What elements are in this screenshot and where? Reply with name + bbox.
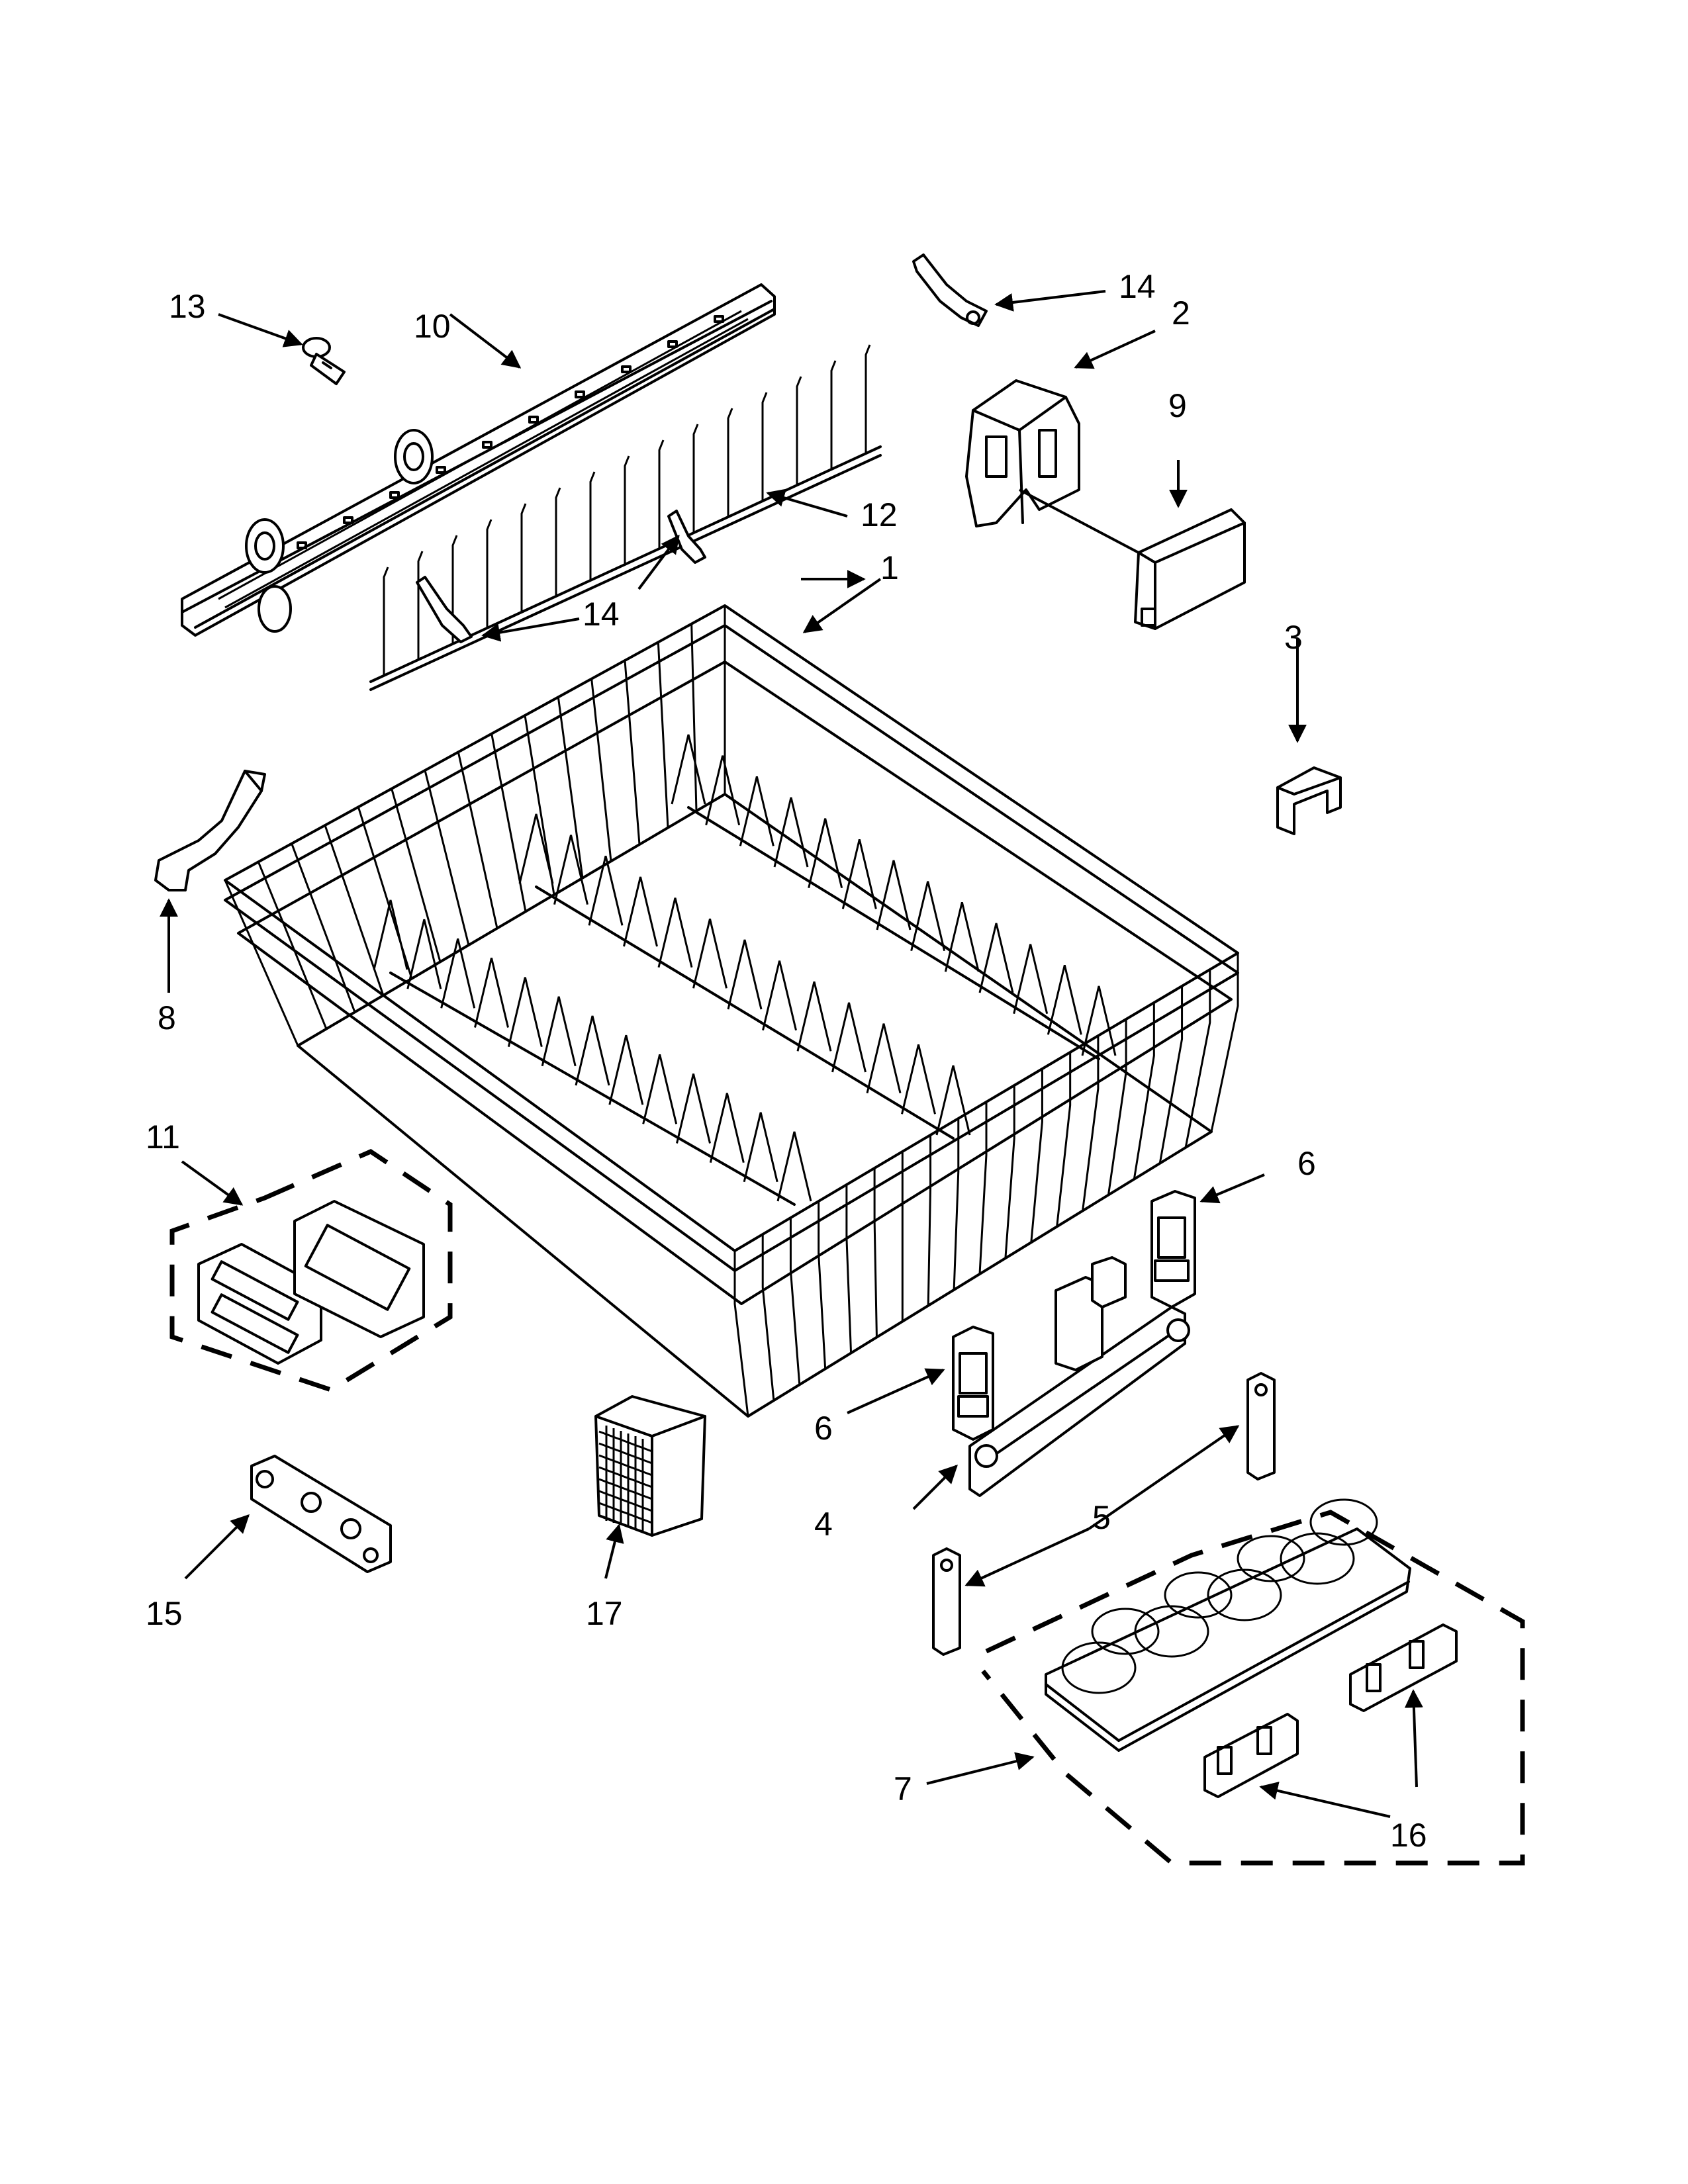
part-16-clip-rear bbox=[1349, 1623, 1458, 1712]
callout-1: 1 bbox=[880, 549, 899, 586]
part-17-silverware-basket bbox=[594, 1395, 706, 1537]
part-13-screw bbox=[302, 337, 346, 385]
part-3-clip bbox=[1276, 766, 1342, 835]
callout-14-mid: 14 bbox=[583, 596, 620, 633]
callout-10: 10 bbox=[414, 308, 451, 345]
part-12-fold-down-tines bbox=[369, 344, 882, 691]
part-11-bracket-kit bbox=[169, 1149, 453, 1392]
part-6-clip-upper bbox=[1150, 1190, 1196, 1308]
callout-6-lower: 6 bbox=[814, 1410, 833, 1447]
part-4-adjuster-assembly bbox=[968, 1256, 1190, 1497]
callout-12: 12 bbox=[861, 496, 898, 533]
part-14-tine-clip-low bbox=[416, 576, 473, 643]
part-8-rack-arm bbox=[154, 770, 266, 891]
callout-14-top: 14 bbox=[1119, 268, 1156, 305]
callout-8: 8 bbox=[158, 999, 176, 1036]
callout-7: 7 bbox=[894, 1770, 912, 1807]
callout-6-upper: 6 bbox=[1297, 1145, 1316, 1182]
callout-labels: 1 2 3 4 5 6 6 7 8 9 10 11 12 13 14 14 15… bbox=[146, 268, 1427, 1854]
part-9-cover bbox=[1134, 508, 1246, 630]
part-7-group-outline bbox=[981, 1510, 1525, 1866]
part-16-clip-front bbox=[1203, 1713, 1299, 1798]
callout-11: 11 bbox=[146, 1118, 180, 1156]
callout-5: 5 bbox=[1092, 1499, 1111, 1536]
part-1-upper-rack bbox=[224, 604, 1239, 1418]
rail-roller-front bbox=[245, 518, 285, 574]
callout-2: 2 bbox=[1172, 295, 1190, 332]
callout-9: 9 bbox=[1168, 387, 1187, 424]
callout-16: 16 bbox=[1390, 1817, 1427, 1854]
rail-slots bbox=[297, 315, 724, 549]
callout-17: 17 bbox=[586, 1595, 623, 1632]
rail-roller-rear bbox=[258, 585, 292, 633]
part-6-clip-lower bbox=[952, 1326, 994, 1441]
part-5-latch-left bbox=[932, 1547, 961, 1656]
leader-lines bbox=[160, 290, 1423, 1818]
callout-4: 4 bbox=[814, 1506, 833, 1543]
part-10-rack-adjuster-rail bbox=[181, 283, 776, 637]
part-2-bracket bbox=[965, 379, 1080, 527]
part-14-tine-clip-top bbox=[912, 253, 988, 327]
callout-15: 15 bbox=[146, 1595, 183, 1632]
part-14-tine-clip-mid bbox=[667, 510, 706, 564]
rail-roller-mid bbox=[394, 429, 434, 484]
callout-13: 13 bbox=[169, 288, 206, 325]
part-7-utensil-tray bbox=[1045, 1498, 1411, 1752]
callout-3: 3 bbox=[1284, 619, 1303, 656]
part-5-latch-right bbox=[1246, 1372, 1276, 1480]
part-15-rack-bracket bbox=[250, 1455, 392, 1573]
